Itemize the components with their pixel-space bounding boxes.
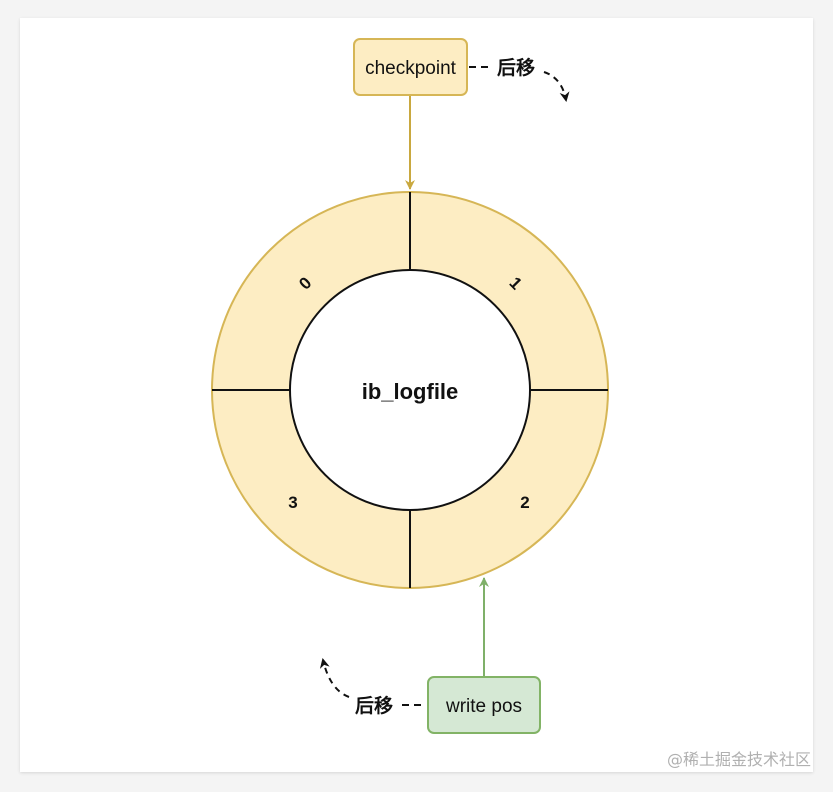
checkpoint-move-label: 后移 [497,56,535,79]
watermark: @稀土掘金技术社区 [666,750,811,769]
write-pos-label: write pos [445,696,522,717]
checkpoint-move-arrow [543,71,570,102]
segment-label-3: 3 [288,493,297,512]
write-pos-move-label: 后移 [355,694,393,717]
center-label: ib_logfile [362,379,459,404]
checkpoint-box[interactable] [353,38,468,96]
checkpoint-label: checkpoint [365,58,457,79]
write-pos-box[interactable] [427,676,541,734]
segment-label-2: 2 [520,493,529,512]
write-pos-move-arrow [319,658,350,698]
